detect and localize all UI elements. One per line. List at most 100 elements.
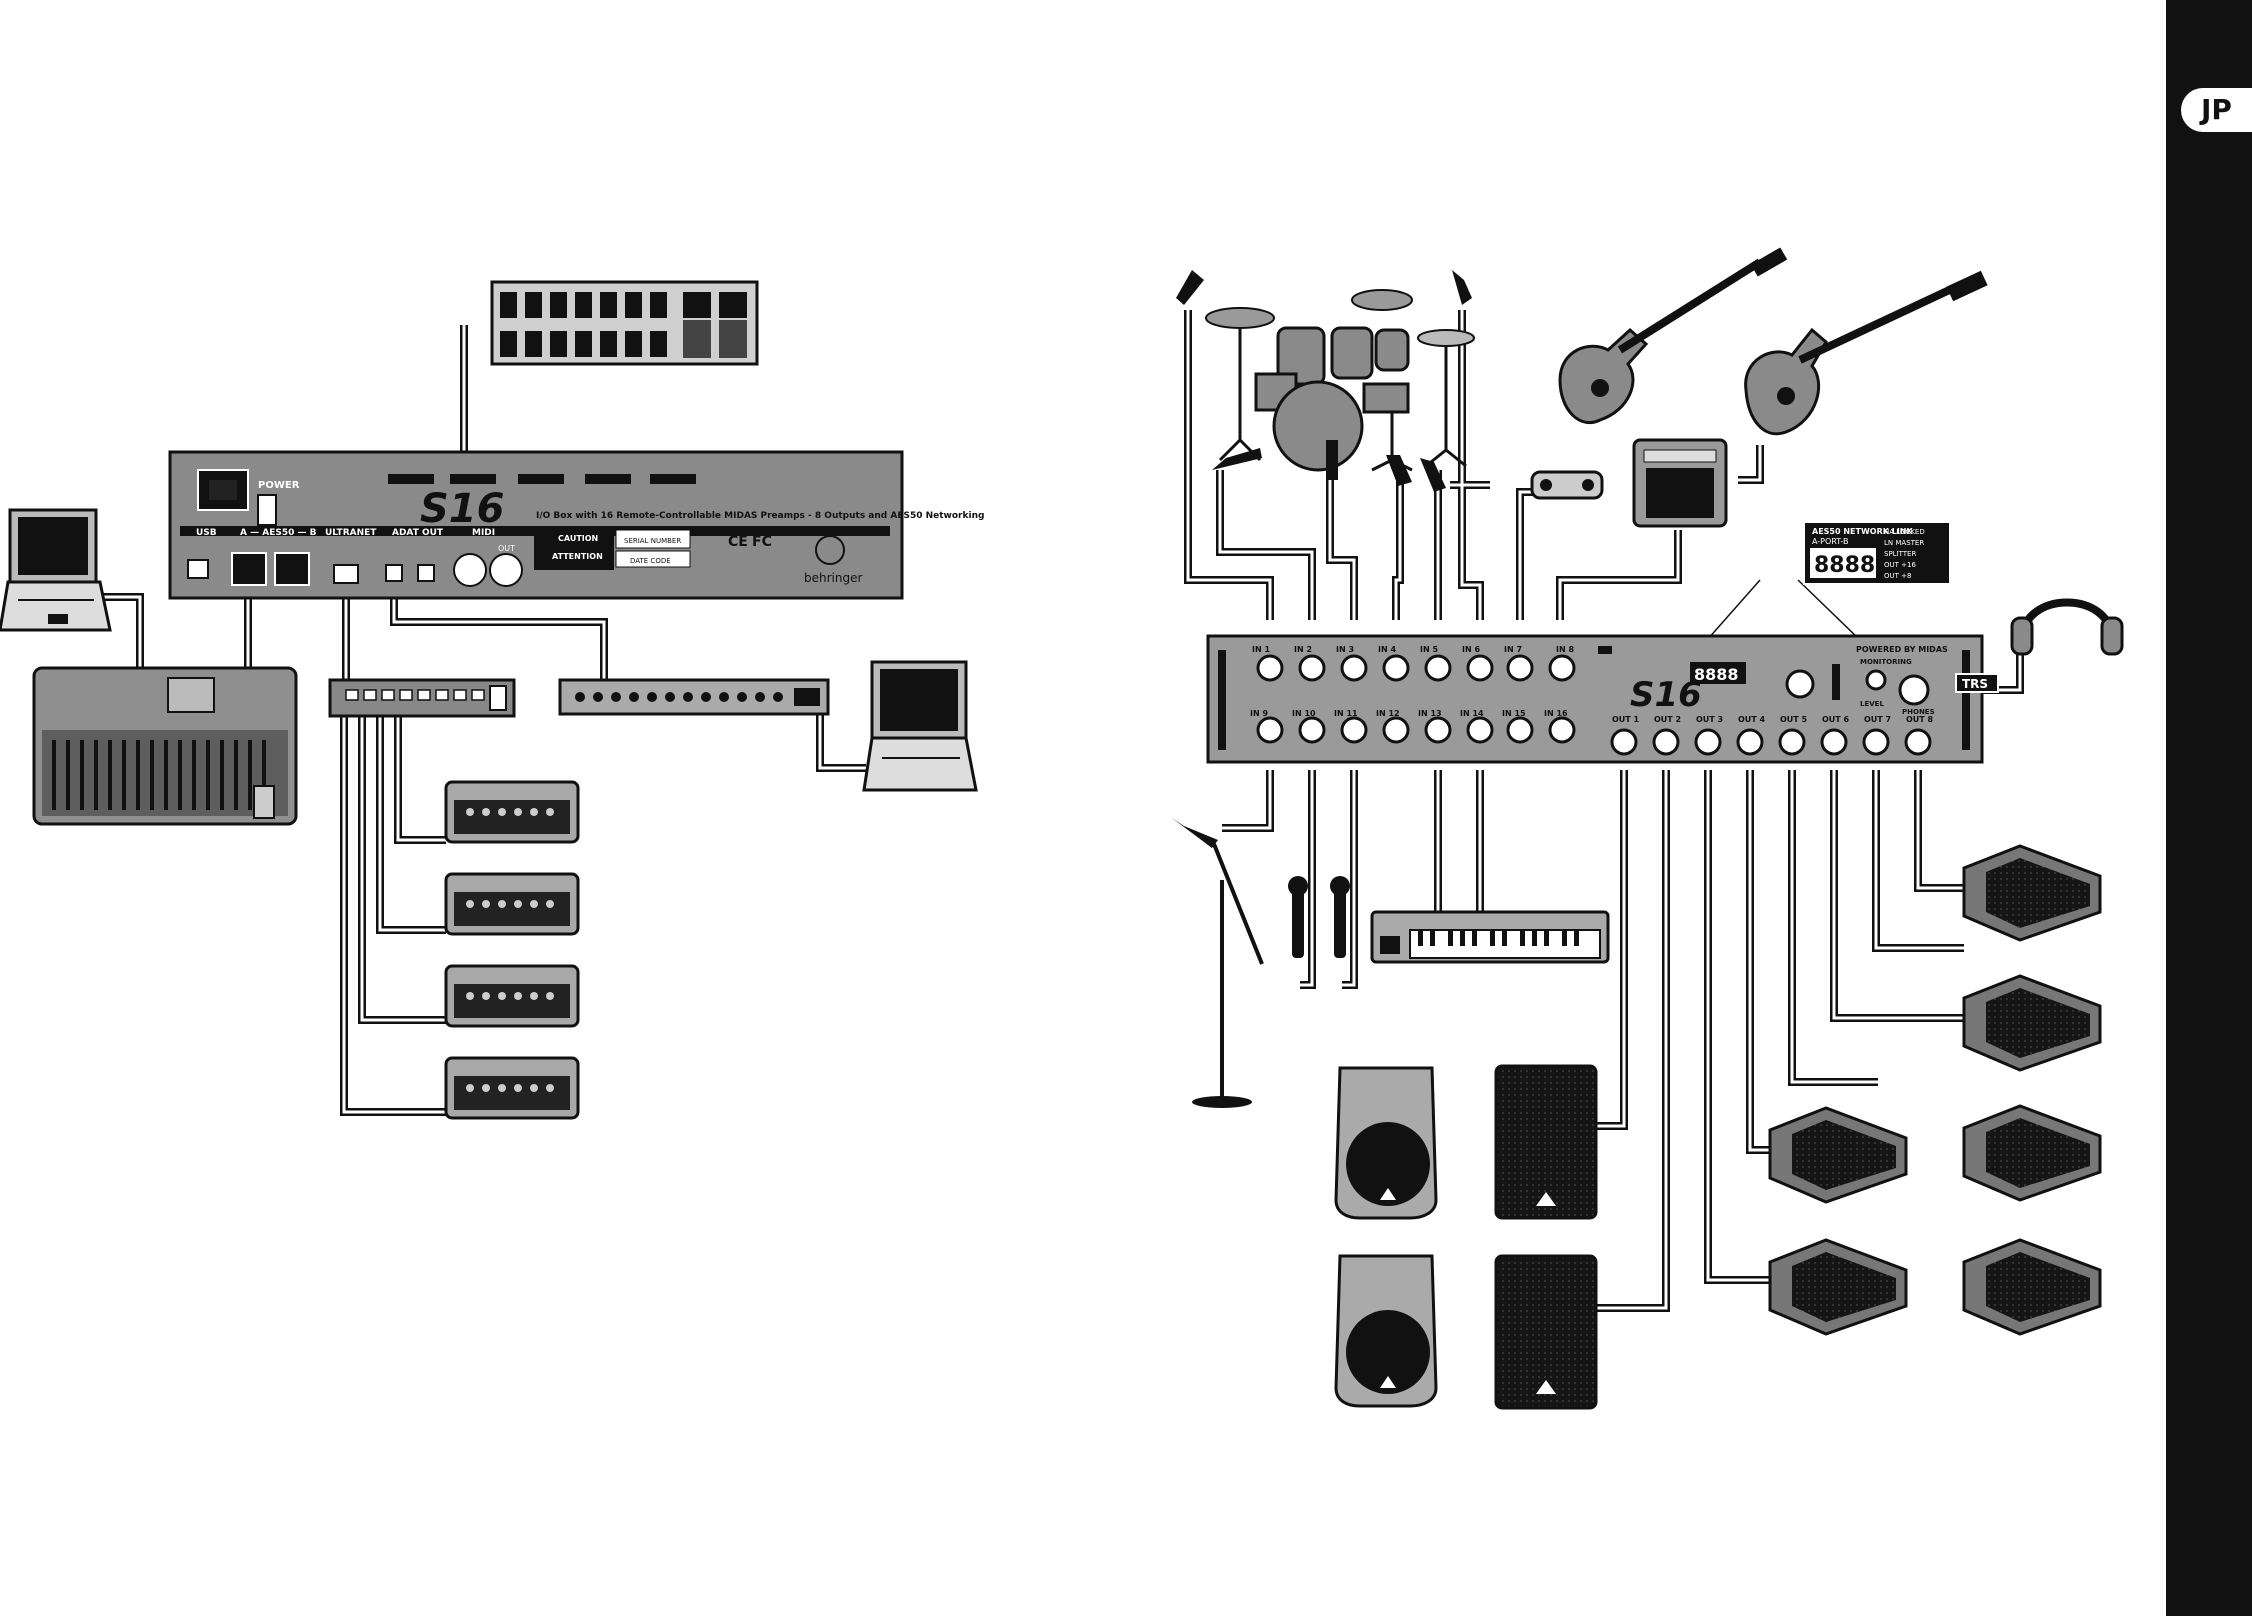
input-label-in-3: IN 3 [1336, 645, 1354, 654]
ce-mark: CE [728, 534, 748, 550]
midi-label: MIDI [472, 528, 495, 538]
output-label-out-7: OUT 7 [1864, 715, 1891, 724]
right-diagram: AES50 NETWORK LINK A-PORT-B 8888 HA LOCK… [1172, 247, 2124, 1410]
front-xlr-inputs [1256, 654, 1576, 744]
input-label-in-5: IN 5 [1420, 645, 1438, 654]
floor-monitor-6 [1768, 1238, 1908, 1336]
guitar-amplifier [1632, 438, 1728, 528]
language-tab-jp[interactable]: JP [2181, 88, 2252, 132]
front-logo: S16 [1630, 675, 1702, 715]
callout-title: AES50 NETWORK LINK [1812, 527, 1913, 536]
floor-monitor-3 [1962, 1104, 2102, 1202]
front-input-labels: IN 1 IN 2 IN 3 IN 4 IN 5 IN 6 IN 7 IN 8 … [1250, 645, 1574, 718]
floor-monitor-1 [1962, 844, 2102, 942]
mixing-console [32, 666, 298, 826]
s16-front-panel: IN 1 IN 2 IN 3 IN 4 IN 5 IN 6 IN 7 IN 8 … [1206, 634, 1984, 764]
output-label-out-6: OUT 6 [1822, 715, 1850, 724]
date-code-label: DATE CODE [630, 557, 671, 565]
callout-item-2: LN MASTER [1884, 539, 1924, 547]
output-label-out-5: OUT 5 [1780, 715, 1808, 724]
output-label-out-4: OUT 4 [1738, 715, 1766, 724]
aes50-callout: AES50 NETWORK LINK A-PORT-B 8888 HA LOCK… [1699, 521, 1951, 649]
drum-kit [1176, 270, 1475, 492]
pa-speaker-2 [1334, 1254, 1438, 1408]
input-label-in-4: IN 4 [1378, 645, 1396, 654]
personal-mixer-2 [444, 872, 580, 936]
input-label-in-10: IN 10 [1292, 709, 1316, 718]
pa-subwoofer-1 [1494, 1064, 1598, 1220]
trs-tag: TRS [1955, 673, 1999, 693]
personal-mixer-3 [444, 964, 580, 1028]
left-diagram: POWER USB A — AES50 — B ULTRANET ADAT OU… [0, 280, 984, 1120]
output-label-out-8: OUT 8 [1906, 715, 1934, 724]
fc-mark: FC [752, 534, 772, 550]
personal-mixer-1 [444, 780, 580, 844]
input-label-in-12: IN 12 [1376, 709, 1400, 718]
laptop-left [0, 508, 112, 632]
midi-out-label: OUT [498, 544, 515, 553]
floor-monitor-2 [1962, 974, 2102, 1072]
input-label-in-11: IN 11 [1334, 709, 1358, 718]
input-label-in-2: IN 2 [1294, 645, 1312, 654]
front-output-labels: OUT 1 OUT 2 OUT 3 OUT 4 OUT 5 OUT 6 OUT … [1612, 715, 1934, 724]
input-label-in-15: IN 15 [1502, 709, 1526, 718]
input-label-in-9: IN 9 [1250, 709, 1268, 718]
laptop-right [862, 660, 978, 792]
floor-monitor-5 [1768, 1106, 1908, 1204]
callout-item-5: OUT +8 [1884, 572, 1911, 580]
callout-display: 8888 [1814, 553, 1875, 578]
language-sidebar [2166, 0, 2252, 1616]
electric-guitar [1744, 270, 1988, 436]
front-display: 8888 [1694, 665, 1739, 684]
callout-item-1: HA LOCKED [1884, 528, 1925, 536]
usb-label: USB [196, 528, 217, 538]
pa-speaker-1 [1334, 1066, 1438, 1220]
headphones [2010, 598, 2124, 656]
input-label-in-16: IN 16 [1544, 709, 1568, 718]
output-label-out-1: OUT 1 [1612, 715, 1640, 724]
callout-item-3: SPLITTER [1884, 550, 1916, 558]
adat-label: ADAT OUT [392, 528, 444, 538]
left-cables [95, 325, 866, 1116]
output-label-out-3: OUT 3 [1696, 715, 1723, 724]
handheld-microphones [1288, 876, 1350, 958]
input-label-in-13: IN 13 [1418, 709, 1442, 718]
attention-label: ATTENTION [552, 552, 603, 561]
serial-number-label: SERIAL NUMBER [624, 537, 681, 545]
caution-label: CAUTION [558, 534, 598, 543]
di-box [1530, 470, 1604, 500]
rear-logo: S16 [420, 486, 504, 532]
right-cables [1184, 310, 2024, 1312]
input-label-in-8: IN 8 [1556, 645, 1574, 654]
input-label-in-6: IN 6 [1462, 645, 1480, 654]
ultranet-label: ULTRANET [325, 528, 377, 538]
s16-rear-panel: POWER USB A — AES50 — B ULTRANET ADAT OU… [168, 450, 984, 600]
input-label-in-7: IN 7 [1504, 645, 1522, 654]
floor-monitor-4 [1962, 1238, 2102, 1336]
rear-description: I/O Box with 16 Remote-Controllable MIDA… [536, 511, 984, 521]
front-xlr-outputs [1610, 728, 1932, 756]
bass-guitar [1558, 247, 1788, 424]
keyboard [1370, 910, 1610, 964]
callout-port-line: A-PORT-B [1812, 537, 1849, 546]
powered-by-label: POWERED BY MIDAS [1856, 645, 1948, 654]
phones-label: PHONES [1902, 708, 1935, 716]
power-label: POWER [258, 480, 300, 491]
level-label: LEVEL [1860, 700, 1884, 708]
monitoring-label: MONITORING [1860, 658, 1912, 666]
ultranet-distributor [328, 678, 516, 718]
trs-label: TRS [1962, 677, 1988, 691]
input-label-in-14: IN 14 [1460, 709, 1484, 718]
output-label-out-2: OUT 2 [1654, 715, 1681, 724]
vocal-microphone-stand [1172, 818, 1264, 1108]
personal-mixer-4 [444, 1056, 580, 1120]
pa-subwoofer-2 [1494, 1254, 1598, 1410]
midi-foot-controller [490, 280, 759, 366]
rear-brand: behringer [804, 571, 862, 585]
aes50-label: A — AES50 — B [240, 528, 317, 538]
callout-item-4: OUT +16 [1884, 561, 1916, 569]
adat-rack-interface [558, 678, 830, 716]
input-label-in-1: IN 1 [1252, 645, 1270, 654]
